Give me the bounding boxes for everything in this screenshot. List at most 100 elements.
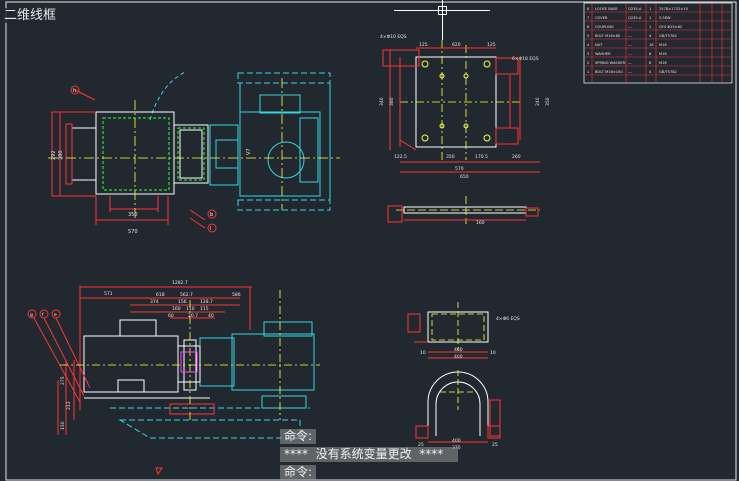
table-r7-qty: 8: [649, 61, 652, 65]
front-row4-3: 115: [200, 306, 209, 312]
command-input-prompt[interactable]: 命令:: [280, 465, 317, 480]
table-r8-no: 1: [587, 70, 589, 74]
table-r5-qty: 16: [649, 43, 654, 47]
plate-top-dim-3: 125: [487, 42, 496, 48]
u-bracket-view: 400 370 25 25: [415, 370, 501, 451]
front-row5-1: 60: [168, 313, 174, 319]
visual-style-label[interactable]: 二维线框: [2, 8, 59, 23]
table-r8-mat: —: [628, 70, 632, 74]
table-r2-name: COVER: [595, 16, 608, 20]
table-r3-no: 6: [587, 25, 590, 29]
front-row2-4: 586: [232, 292, 241, 298]
top-view-dim-v: V7: [246, 148, 252, 155]
plate-bot-dim-2: 350: [446, 154, 455, 160]
table-r5-spec: M16: [659, 43, 667, 47]
front-left-dim-1: 275: [60, 376, 66, 385]
front-row5-3: 40: [208, 313, 214, 319]
callout-b: b: [210, 212, 213, 218]
plate-bot-dim-1: 122.5: [394, 154, 407, 160]
top-view: 350 570 292 380 V7 h b i: [48, 71, 340, 235]
table-r1-spec: 2578×1752×10: [659, 7, 689, 11]
plate-right-dim-2: 350: [545, 97, 551, 106]
table-r3-name: COUPLING: [595, 25, 614, 29]
plate-left-dim-1: 340: [379, 97, 385, 106]
table-r3-spec: GY4 Φ25×62: [659, 25, 682, 29]
table-r3-mat: —: [628, 25, 632, 29]
table-r2-no: 7: [587, 16, 589, 20]
table-r7-spec: M16: [659, 61, 667, 65]
table-r5-name: NUT: [595, 43, 603, 47]
top-view-dim-w2: 570: [128, 229, 138, 235]
plate-total: 570: [455, 166, 464, 172]
plate-bot-dim-4: 260: [512, 154, 521, 160]
callout-h: h: [73, 88, 76, 94]
table-r6-spec: M16: [659, 52, 667, 56]
plate-bot-dim-3: 170.5: [475, 154, 488, 160]
front-row3-1: 374: [150, 299, 159, 305]
callout-e: e: [54, 313, 57, 318]
plate-top-dim-1: 125: [419, 42, 428, 48]
table-r1-mat: Q235-A: [628, 7, 642, 11]
callout-f: f: [42, 312, 44, 318]
section-dim: 160: [476, 220, 485, 226]
front-view: 1282.7 571 618 562.7 586 374 156 128.7 1…: [27, 280, 320, 439]
front-row2-1: 571: [104, 291, 113, 297]
plate-top-dim-2: 620: [452, 42, 461, 48]
command-history-line-2: **** 没有系统变量更改 ****: [280, 447, 458, 462]
table-r2-qty: 1: [649, 16, 651, 20]
small-plate-left: 10: [420, 350, 426, 356]
plate-right-dim-1: 240: [535, 97, 541, 106]
callout-g: g: [30, 313, 33, 318]
front-row2-2: 618: [156, 292, 165, 298]
table-r6-name: WASHER: [595, 52, 611, 56]
small-plate-view: 4×Φ6 EQS 460 400 10 10: [407, 302, 520, 360]
parts-list-table: 8 LOOSE BASE Q235-A 1 2578×1752×10 7 COV…: [583, 2, 733, 84]
plate-note-holes2: 6×Φ18 EQS: [512, 56, 539, 62]
table-r4-mat: —: [628, 34, 632, 38]
table-r8-name: BOLT M16×100: [595, 70, 623, 74]
table-r5-mat: —: [628, 43, 632, 47]
cursor-crosshair-horizontal: [394, 10, 490, 11]
table-r7-mat: —: [628, 61, 632, 65]
table-r4-spec: GB/T5782: [659, 34, 677, 38]
front-row3-3: 128.7: [200, 299, 213, 305]
table-r6-qty: 8: [649, 52, 652, 56]
front-row3-2: 156: [178, 299, 187, 305]
table-r3-qty: 1: [649, 25, 651, 29]
table-r7-name: SPRING WASHER: [595, 61, 626, 65]
front-top-dim: 1282.7: [172, 280, 188, 286]
callout-i: i: [210, 226, 211, 232]
table-r2-spec: 5.5KW: [659, 16, 671, 20]
cursor-pickbox: [438, 6, 447, 15]
front-row2-3: 562.7: [180, 292, 193, 298]
top-view-dim-h1: 292: [51, 150, 57, 160]
plate-overall: 650: [460, 174, 469, 180]
pick-marker: [155, 467, 163, 476]
table-r6-mat: —: [628, 52, 632, 56]
front-row4-1: 160: [172, 306, 181, 312]
plate-note-holes: 4×Φ10 EQS: [380, 34, 407, 40]
command-history-line-1: 命令:: [280, 429, 317, 444]
small-plate-width: 460: [454, 347, 463, 353]
plate-left-dim-2: 380: [389, 97, 395, 106]
small-plate-right: 10: [490, 350, 496, 356]
bracket-right: 25: [492, 442, 498, 448]
front-row5-2: 20.7: [188, 313, 198, 319]
table-r8-qty: 4: [649, 70, 652, 74]
bracket-left: 25: [418, 442, 424, 448]
front-row4-2: 110: [186, 306, 195, 312]
table-r7-no: 2: [587, 61, 589, 65]
table-r4-qty: 4: [649, 34, 652, 38]
table-r4-no: 5: [587, 34, 589, 38]
top-view-dim-w: 350: [128, 212, 138, 218]
table-r5-no: 4: [587, 43, 590, 47]
table-r8-spec: GB/T5782: [659, 70, 677, 74]
drawing-frame: [5, 1, 737, 481]
table-r4-name: BOLT M16×80: [595, 34, 621, 38]
table-r1-no: 8: [587, 7, 590, 11]
front-left-dim-2: 213: [66, 401, 72, 410]
table-r1-qty: 1: [649, 7, 651, 11]
small-plate-holes: 4×Φ6 EQS: [496, 316, 520, 322]
top-view-dim-h2: 380: [58, 150, 64, 160]
